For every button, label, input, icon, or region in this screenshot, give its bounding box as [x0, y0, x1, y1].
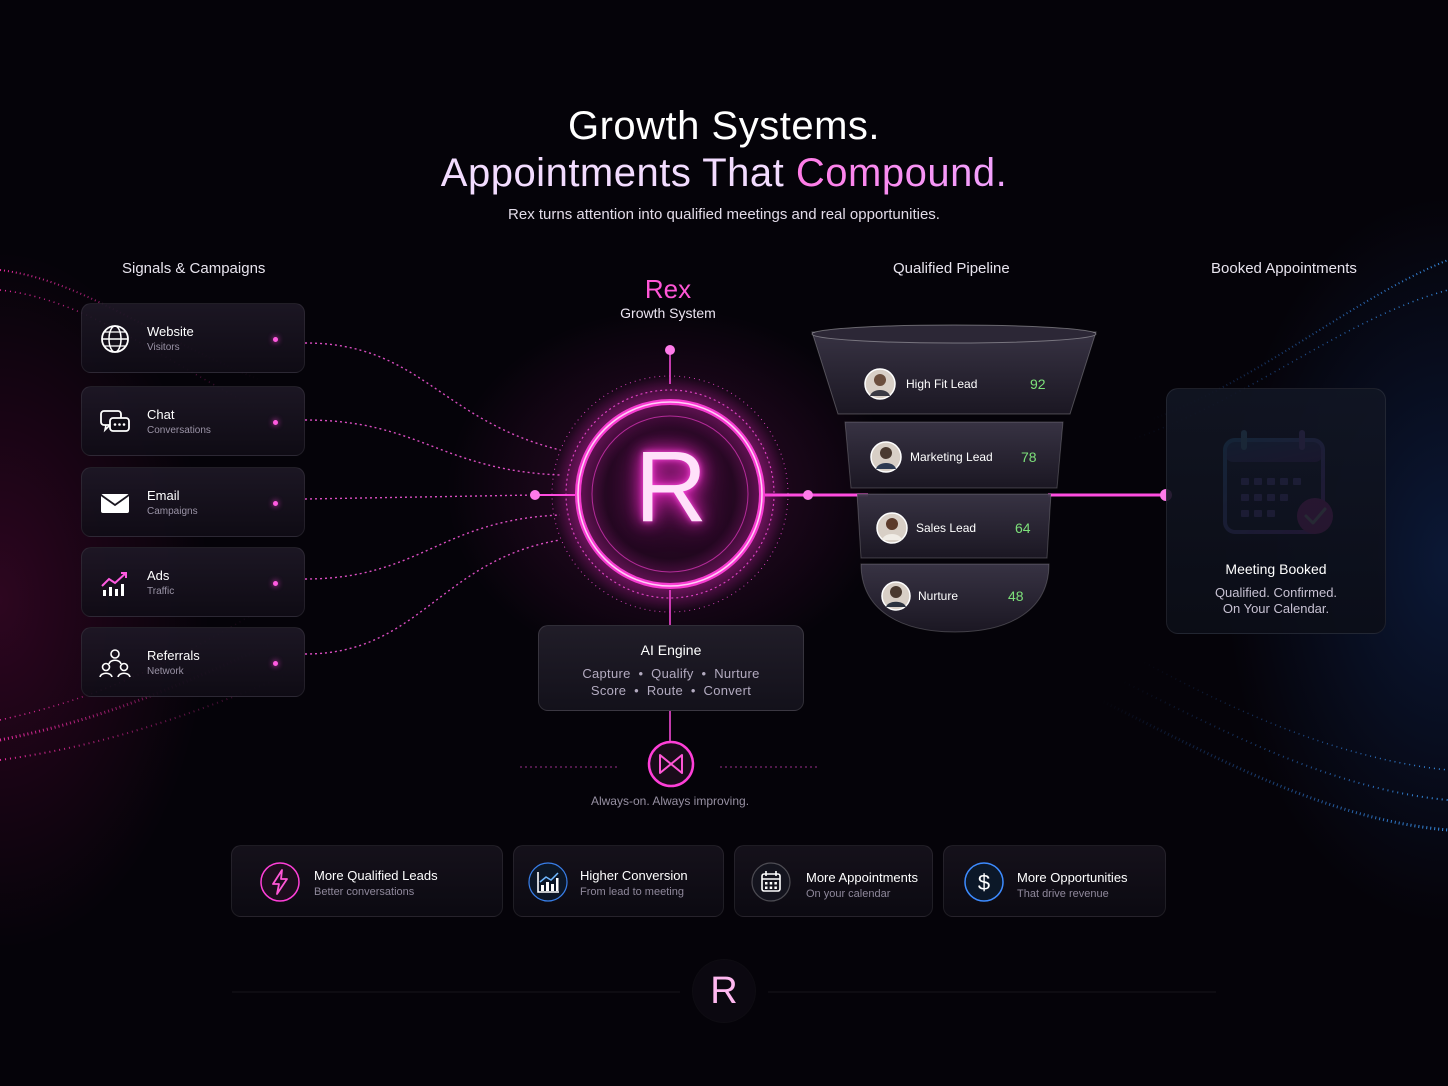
headline-accent: Compound.	[795, 151, 1008, 195]
signal-subtitle: Network	[147, 666, 184, 677]
avatar	[864, 368, 896, 400]
signal-title: Website	[147, 324, 194, 339]
booked-column-title: Booked Appointments	[1211, 260, 1357, 277]
always-on-caption: Always-on. Always improving.	[590, 794, 750, 808]
headline-plain: Appointments That	[440, 151, 785, 195]
footer-logo[interactable]: R	[693, 960, 755, 1022]
rex-subtitle: Growth System	[620, 305, 716, 321]
benefit-subtitle: That drive revenue	[1017, 888, 1109, 900]
avatar	[870, 441, 902, 473]
ai-engine-steps-1: Capture • Qualify • Nurture	[582, 666, 760, 681]
footer-logo-letter: R	[710, 970, 738, 1012]
envelope-icon	[100, 494, 130, 513]
signal-card-referrals[interactable]: Referrals Network	[81, 627, 305, 697]
signals-column-title: Signals & Campaigns	[122, 260, 266, 277]
chat-bubbles-icon	[100, 410, 130, 433]
connector-dot	[273, 581, 278, 586]
signal-subtitle: Visitors	[147, 342, 180, 353]
right-wave-decoration	[1099, 259, 1448, 832]
benefit-title: More Qualified Leads	[314, 868, 438, 883]
benefit-subtitle: On your calendar	[806, 888, 891, 900]
people-network-icon	[99, 649, 131, 678]
benefit-title: More Opportunities	[1017, 870, 1128, 885]
ai-engine-card: AI Engine Capture • Qualify • Nurture Sc…	[538, 625, 804, 711]
benefit-more-opportunities[interactable]: $ More Opportunities That drive revenue	[943, 845, 1166, 917]
connector-dot	[273, 501, 278, 506]
signal-subtitle: Campaigns	[147, 506, 198, 517]
benefit-higher-conversion[interactable]: Higher Conversion From lead to meeting	[513, 845, 724, 917]
growth-chart-icon	[101, 572, 127, 596]
benefit-subtitle: From lead to meeting	[580, 886, 684, 898]
dollar-icon: $	[964, 862, 1004, 902]
signal-title: Chat	[147, 407, 175, 422]
connector-dot	[273, 337, 278, 342]
headline-line-1: Growth Systems.	[567, 104, 880, 148]
avatar	[881, 581, 911, 611]
benefit-subtitle: Better conversations	[314, 886, 415, 898]
signal-card-email[interactable]: Email Campaigns	[81, 467, 305, 537]
signal-connectors	[304, 342, 561, 655]
lead-name: High Fit Lead	[906, 377, 978, 391]
signal-title: Ads	[147, 568, 170, 583]
signal-title: Email	[147, 488, 180, 503]
signal-subtitle: Traffic	[147, 586, 175, 597]
signal-card-chat[interactable]: Chat Conversations	[81, 386, 305, 456]
globe-icon	[101, 325, 129, 353]
rex-title: Rex	[644, 274, 692, 304]
headline-line-2: Appointments That Compound.	[0, 151, 1448, 196]
lead-score: 92	[1030, 376, 1046, 392]
benefit-more-appointments[interactable]: More Appointments On your calendar	[734, 845, 933, 917]
lead-name: Sales Lead	[916, 521, 977, 535]
benefit-title: More Appointments	[806, 870, 919, 885]
signal-card-ads[interactable]: Ads Traffic	[81, 547, 305, 617]
svg-text:$: $	[978, 870, 990, 895]
benefit-qualified-leads[interactable]: More Qualified Leads Better conversation…	[231, 845, 503, 917]
avatar	[876, 512, 908, 544]
lead-score: 78	[1021, 449, 1037, 465]
lightning-icon	[260, 862, 300, 902]
ai-engine-steps-2: Score • Route • Convert	[590, 683, 752, 698]
lead-score: 48	[1008, 588, 1024, 604]
rex-logo-letter: R	[634, 431, 708, 543]
lead-name: Marketing Lead	[910, 450, 993, 464]
booked-line-2: On Your Calendar.	[1222, 601, 1330, 616]
booked-line-1: Qualified. Confirmed.	[1214, 585, 1338, 600]
rex-core-rings	[551, 375, 789, 613]
benefit-title: Higher Conversion	[580, 868, 688, 883]
signal-card-website[interactable]: Website Visitors	[81, 303, 305, 373]
booked-title: Meeting Booked	[1225, 561, 1327, 577]
headline-subtitle: Rex turns attention into qualified meeti…	[508, 206, 940, 223]
connector-dot	[273, 661, 278, 666]
signal-subtitle: Conversations	[147, 425, 211, 436]
infinity-loop-icon	[647, 740, 695, 788]
lead-name: Nurture	[918, 589, 959, 603]
meeting-booked-card: Meeting Booked Qualified. Confirmed. On …	[1166, 388, 1386, 634]
signal-title: Referrals	[147, 648, 200, 663]
pipeline-funnel	[811, 324, 1097, 633]
ai-engine-title: AI Engine	[640, 642, 702, 658]
lead-score: 64	[1015, 520, 1031, 536]
connector-dot	[273, 420, 278, 425]
bar-chart-icon	[528, 862, 568, 902]
lead-avatars	[864, 368, 911, 611]
calendar-icon	[751, 862, 791, 902]
pipeline-column-title: Qualified Pipeline	[893, 260, 1010, 277]
